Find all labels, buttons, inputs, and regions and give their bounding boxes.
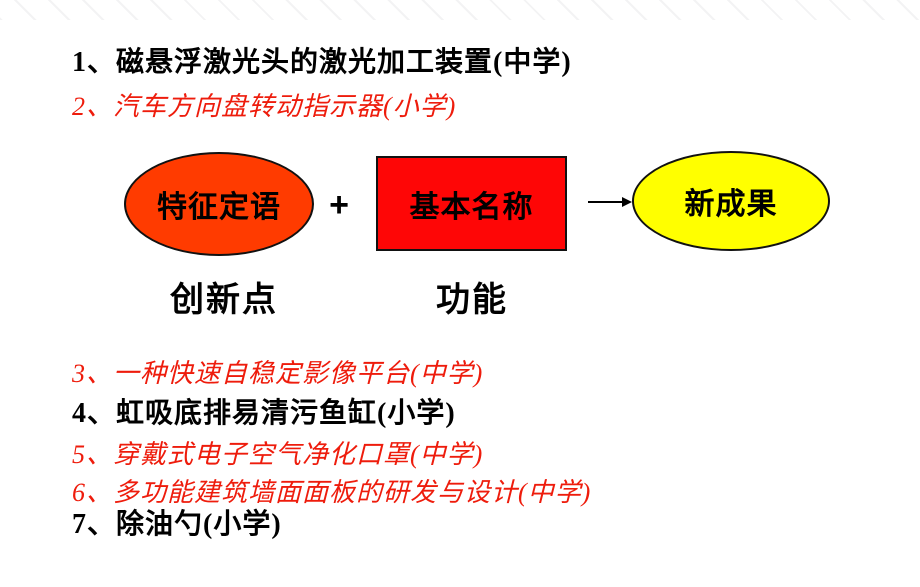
list-item-7: 7、除油勺(小学) xyxy=(72,509,282,540)
basic-name-rect: 基本名称 xyxy=(376,156,567,251)
top-hatch-pattern xyxy=(0,0,920,20)
arrow-connector xyxy=(588,201,624,203)
feature-attributive-label: 特征定语 xyxy=(157,191,281,224)
arrowhead-icon xyxy=(622,197,632,207)
list-item-1: 1、磁悬浮激光头的激光加工装置(中学) xyxy=(72,47,572,78)
caption-function: 功能 xyxy=(436,281,508,319)
caption-innovation-point: 创新点 xyxy=(170,281,278,319)
new-result-label: 新成果 xyxy=(684,188,778,221)
basic-name-label: 基本名称 xyxy=(409,190,534,224)
list-item-4: 4、虹吸底排易清污鱼缸(小学) xyxy=(72,398,456,429)
plus-sign: + xyxy=(329,186,349,224)
new-result-ellipse: 新成果 xyxy=(632,151,830,251)
list-item-6: 6、多功能建筑墙面面板的研发与设计(中学) xyxy=(72,478,592,507)
feature-attributive-ellipse: 特征定语 xyxy=(124,152,314,256)
list-item-3: 3、一种快速自稳定影像平台(中学) xyxy=(72,359,484,388)
list-item-2: 2、汽车方向盘转动指示器(小学) xyxy=(72,92,457,121)
list-item-5: 5、穿戴式电子空气净化口罩(中学) xyxy=(72,440,484,469)
